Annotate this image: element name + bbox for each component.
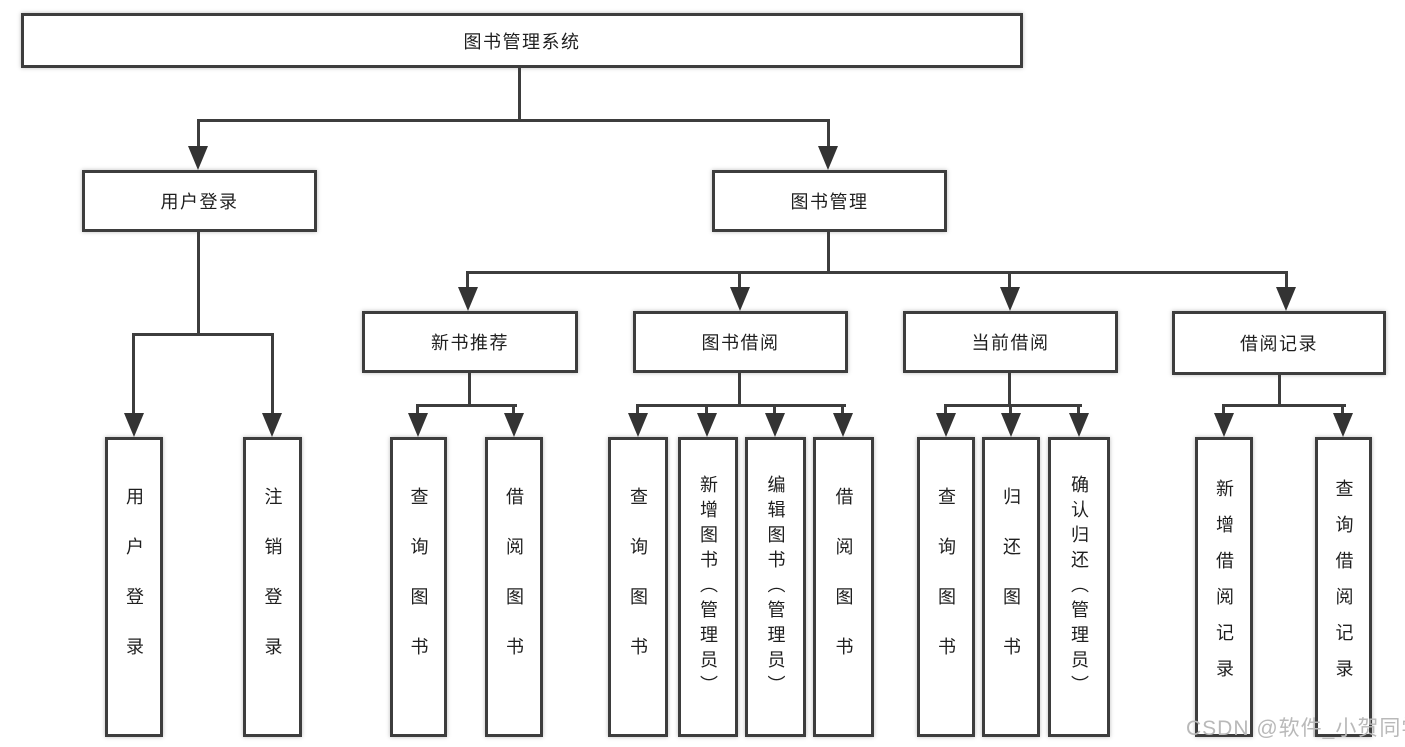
- arrow-down-icon: [765, 413, 785, 437]
- node-book-borrowing: 图书借阅: [633, 311, 848, 373]
- arrow-down-icon: [188, 146, 208, 170]
- node-borrowing-records: 借阅记录: [1172, 311, 1386, 375]
- node-label: 编辑图书（管理员）: [765, 474, 786, 700]
- leaf-borrow-book-2: 借阅图书: [813, 437, 874, 737]
- node-label: 查询借阅记录: [1333, 479, 1354, 695]
- leaf-query-book-2: 查询图书: [608, 437, 668, 737]
- connector-stem: [827, 232, 830, 274]
- connector-stem: [468, 373, 471, 407]
- node-label: 查询图书: [628, 487, 648, 687]
- leaf-query-book-3: 查询图书: [917, 437, 975, 737]
- arrow-down-icon: [1069, 413, 1089, 437]
- connector-drop: [132, 333, 135, 417]
- connector-bar: [466, 271, 1288, 274]
- node-label: 注销登录: [262, 487, 283, 687]
- arrow-down-icon: [1001, 413, 1021, 437]
- connector-bar: [636, 404, 846, 407]
- connector-drop: [841, 404, 844, 417]
- connector-bar: [197, 119, 830, 122]
- node-label: 图书管理: [790, 192, 869, 212]
- arrow-down-icon: [458, 287, 478, 311]
- node-label: 当前借阅: [971, 333, 1050, 353]
- connector-drop: [705, 404, 708, 417]
- node-label: 新书推荐: [431, 333, 509, 353]
- connector-drop: [197, 119, 200, 150]
- connector-stem: [1278, 375, 1281, 407]
- arrow-down-icon: [1214, 413, 1234, 437]
- connector-drop: [416, 404, 419, 417]
- leaf-return-book: 归还图书: [982, 437, 1040, 737]
- arrow-down-icon: [818, 146, 838, 170]
- node-label: 图书管理系统: [463, 31, 581, 52]
- arrow-down-icon: [936, 413, 956, 437]
- connector-drop: [512, 404, 515, 417]
- connector-bar: [132, 333, 274, 336]
- connector-drop: [1341, 404, 1344, 417]
- connector-drop: [636, 404, 639, 417]
- node-user-login: 用户登录: [82, 170, 317, 232]
- node-label: 借阅图书: [504, 487, 524, 687]
- node-label: 归还图书: [1001, 487, 1021, 687]
- arrow-down-icon: [408, 413, 428, 437]
- arrow-down-icon: [730, 287, 750, 311]
- leaf-confirm-return-admin: 确认归还（管理员）: [1048, 437, 1110, 737]
- node-book-management: 图书管理: [712, 170, 947, 232]
- node-current-borrowing: 当前借阅: [903, 311, 1118, 373]
- connector-bar: [944, 404, 1082, 407]
- arrow-down-icon: [124, 413, 144, 437]
- arrow-down-icon: [262, 413, 282, 437]
- arrow-down-icon: [833, 413, 853, 437]
- arrow-down-icon: [504, 413, 524, 437]
- connector-drop: [1285, 271, 1288, 291]
- connector-bar: [416, 404, 517, 407]
- arrow-down-icon: [1000, 287, 1020, 311]
- connector-stem: [518, 68, 521, 121]
- node-label: 查询图书: [936, 487, 956, 687]
- connector-drop: [773, 404, 776, 417]
- leaf-query-book-1: 查询图书: [390, 437, 447, 737]
- node-root-library-system: 图书管理系统: [21, 13, 1023, 68]
- connector-drop: [944, 404, 947, 417]
- node-label: 确认归还（管理员）: [1069, 474, 1089, 700]
- leaf-borrow-book-1: 借阅图书: [485, 437, 543, 737]
- arrow-down-icon: [628, 413, 648, 437]
- connector-stem: [197, 232, 200, 336]
- node-label: 借阅图书: [833, 487, 854, 687]
- node-label: 新增借阅记录: [1214, 479, 1234, 695]
- node-label: 查询图书: [408, 487, 429, 687]
- node-label: 新增图书（管理员）: [698, 474, 718, 700]
- leaf-edit-book-admin: 编辑图书（管理员）: [745, 437, 806, 737]
- leaf-add-borrow-record: 新增借阅记录: [1195, 437, 1253, 737]
- leaf-logout: 注销登录: [243, 437, 302, 737]
- connector-drop: [827, 119, 830, 150]
- node-label: 用户登录: [160, 192, 239, 212]
- connector-drop: [1222, 404, 1225, 417]
- leaf-add-book-admin: 新增图书（管理员）: [678, 437, 738, 737]
- connector-drop: [1077, 404, 1080, 417]
- connector-drop: [466, 271, 469, 291]
- arrow-down-icon: [1333, 413, 1353, 437]
- connector-stem: [1008, 373, 1011, 407]
- connector-drop: [1008, 271, 1011, 291]
- arrow-down-icon: [697, 413, 717, 437]
- arrow-down-icon: [1276, 287, 1296, 311]
- node-new-book-recommend: 新书推荐: [362, 311, 578, 373]
- leaf-user-login: 用户登录: [105, 437, 163, 737]
- connector-drop: [738, 271, 741, 291]
- connector-drop: [1009, 404, 1012, 417]
- node-label: 图书借阅: [701, 333, 780, 353]
- leaf-query-borrow-record: 查询借阅记录: [1315, 437, 1372, 737]
- connector-bar: [1222, 404, 1346, 407]
- node-label: 用户登录: [124, 487, 144, 687]
- node-label: 借阅记录: [1240, 334, 1318, 354]
- connector-drop: [271, 333, 274, 417]
- watermark-text: CSDN @软件_小贺同学: [1186, 717, 1405, 740]
- connector-stem: [738, 373, 741, 407]
